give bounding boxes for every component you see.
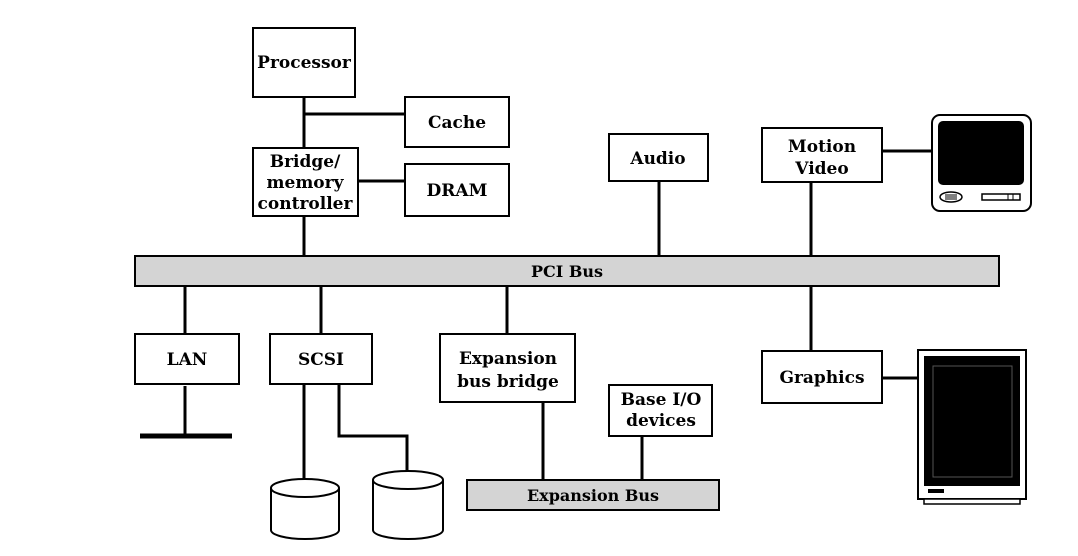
dram-label: DRAM	[427, 181, 488, 201]
graphics-display-icon	[917, 349, 1027, 505]
component-boxes	[134, 27, 883, 437]
disk-drive-2-icon	[372, 470, 444, 540]
pci-bus-label: PCI Bus	[531, 262, 603, 281]
processor-label: Processor	[257, 53, 352, 73]
motion-video-label-line1: Motion	[788, 137, 856, 157]
expansion-bridge-label-line1: Expansion	[459, 349, 557, 369]
expansion-bus-bar	[466, 479, 720, 511]
bridge-box	[252, 147, 359, 217]
cache-box	[404, 96, 510, 148]
expansion-bus-label: Expansion Bus	[527, 486, 659, 505]
graphics-label: Graphics	[779, 368, 864, 388]
base-io-box	[608, 384, 713, 437]
scsi-box	[269, 333, 373, 385]
base-io-label-line1: Base I/O	[621, 390, 702, 410]
lan-box	[134, 333, 240, 385]
expansion-bridge-box	[439, 333, 576, 403]
pci-bus-bar	[134, 255, 1000, 287]
connector-lines	[140, 97, 932, 480]
expansion-bus: Expansion Bus	[466, 479, 720, 511]
bridge-label-line2: memory	[267, 173, 345, 193]
audio-box	[608, 133, 709, 182]
video-monitor-icon	[931, 114, 1032, 212]
processor-box	[252, 27, 356, 98]
motion-video-label-line2: Video	[794, 159, 848, 179]
lan-label: LAN	[167, 350, 208, 370]
expansion-bridge-label-line2: bus bridge	[457, 372, 559, 392]
motion-video-box	[761, 127, 883, 183]
bridge-label-line1: Bridge/	[270, 152, 341, 172]
bridge-label-line3: controller	[258, 194, 354, 214]
base-io-label-line2: devices	[626, 411, 696, 431]
box-labels: Processor Cache Bridge/ memory controlle…	[167, 53, 865, 431]
scsi-disk2-link	[337, 384, 409, 472]
graphics-box	[761, 350, 883, 404]
scsi-label: SCSI	[298, 350, 344, 370]
audio-label: Audio	[629, 149, 685, 169]
pci-bus: PCI Bus	[134, 255, 1000, 287]
disk-drive-1-icon	[270, 478, 340, 540]
dram-box	[404, 163, 510, 217]
cache-label: Cache	[428, 113, 486, 133]
